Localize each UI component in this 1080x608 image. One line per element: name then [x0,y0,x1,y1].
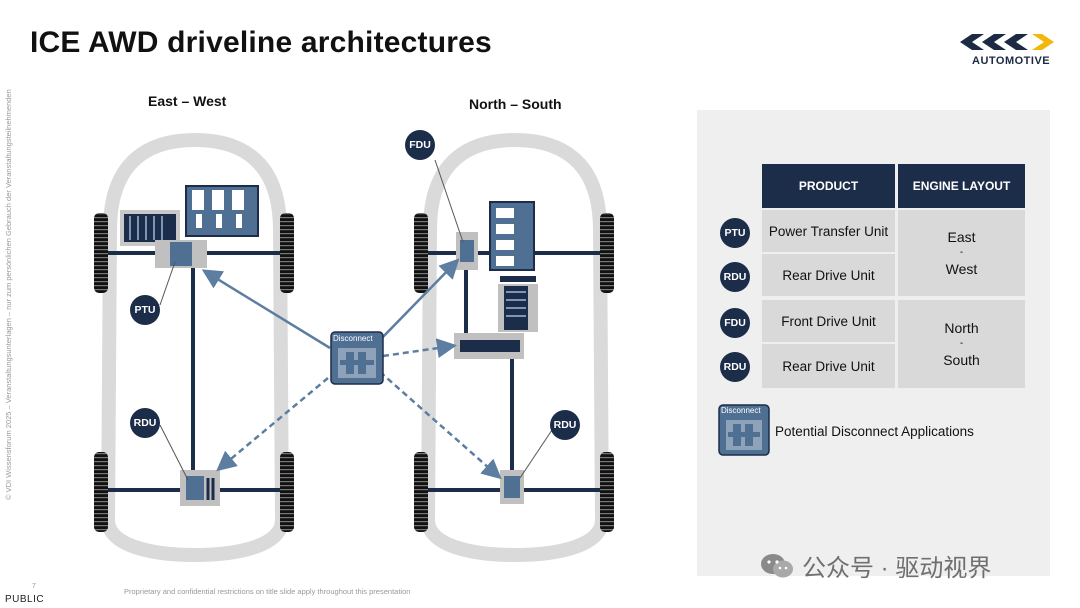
layout-east: East [947,229,976,245]
wechat-icon [761,553,793,577]
legend-disconnect-label: Disconnect [721,406,761,415]
disconnect-icon [330,331,384,385]
north-south-label: North – South [469,96,562,112]
rdu-legend-badge: RDU [720,352,750,382]
page-title: ICE AWD driveline architectures [30,26,492,59]
layout-cell-east-west: East - West [898,210,1025,296]
disconnect-legend-icon [718,404,770,456]
layout-north: North [944,320,979,336]
layout-south: South [943,352,980,368]
wheels-north-south [414,213,614,532]
layout-west: West [945,261,978,277]
product-cell: Rear Drive Unit [762,254,895,296]
watermark: 公众号 · 驱动视界 [760,548,991,583]
layout-dash: - [959,247,964,258]
logo-text: AUTOMOTIVE [972,55,1051,67]
rdu-legend-badge: RDU [720,262,750,292]
watermark-text: 公众号 · 驱动视界 [802,555,992,582]
shafts-east-west [108,251,280,492]
ptu-legend-badge: PTU [720,218,750,248]
leader-lines [159,159,553,481]
layout-dash: - [959,338,964,349]
header-product: PRODUCT [762,164,895,208]
footer-note: Proprietary and confidential restriction… [124,587,411,596]
disconnect-label: Disconnect [333,334,373,343]
east-west-label: East – West [148,93,227,109]
product-cell: Power Transfer Unit [762,210,895,252]
classification-label: PUBLIC [5,594,45,605]
car-outline-north-south [420,132,610,563]
rdu-badge-left: RDU [130,408,160,438]
fdu-badge: FDU [405,130,435,160]
page-number: 7 [32,583,36,590]
side-copyright: © VDI Wissensforum 2025 – Veranstaltungs… [4,50,18,500]
header-engine-layout: ENGINE LAYOUT [898,164,1025,208]
engine-east-west [120,185,259,246]
legend-text: Potential Disconnect Applications [775,424,974,439]
fdu-legend-badge: FDU [720,308,750,338]
disconnect-arrows [201,258,502,480]
car-outline-east-west [100,132,290,563]
layout-cell-north-south: North - South [898,300,1025,388]
product-cell: Rear Drive Unit [762,344,895,388]
ptu-badge: PTU [130,295,160,325]
side-copyright-text: © VDI Wissensforum 2025 – Veranstaltungs… [4,89,13,500]
rdu-badge-right: RDU [550,410,580,440]
gkn-logo [960,34,1054,50]
engine-north-south [454,201,538,359]
product-cell: Front Drive Unit [762,300,895,342]
wheels-east-west [94,213,294,532]
driveline-diagram [94,132,614,563]
